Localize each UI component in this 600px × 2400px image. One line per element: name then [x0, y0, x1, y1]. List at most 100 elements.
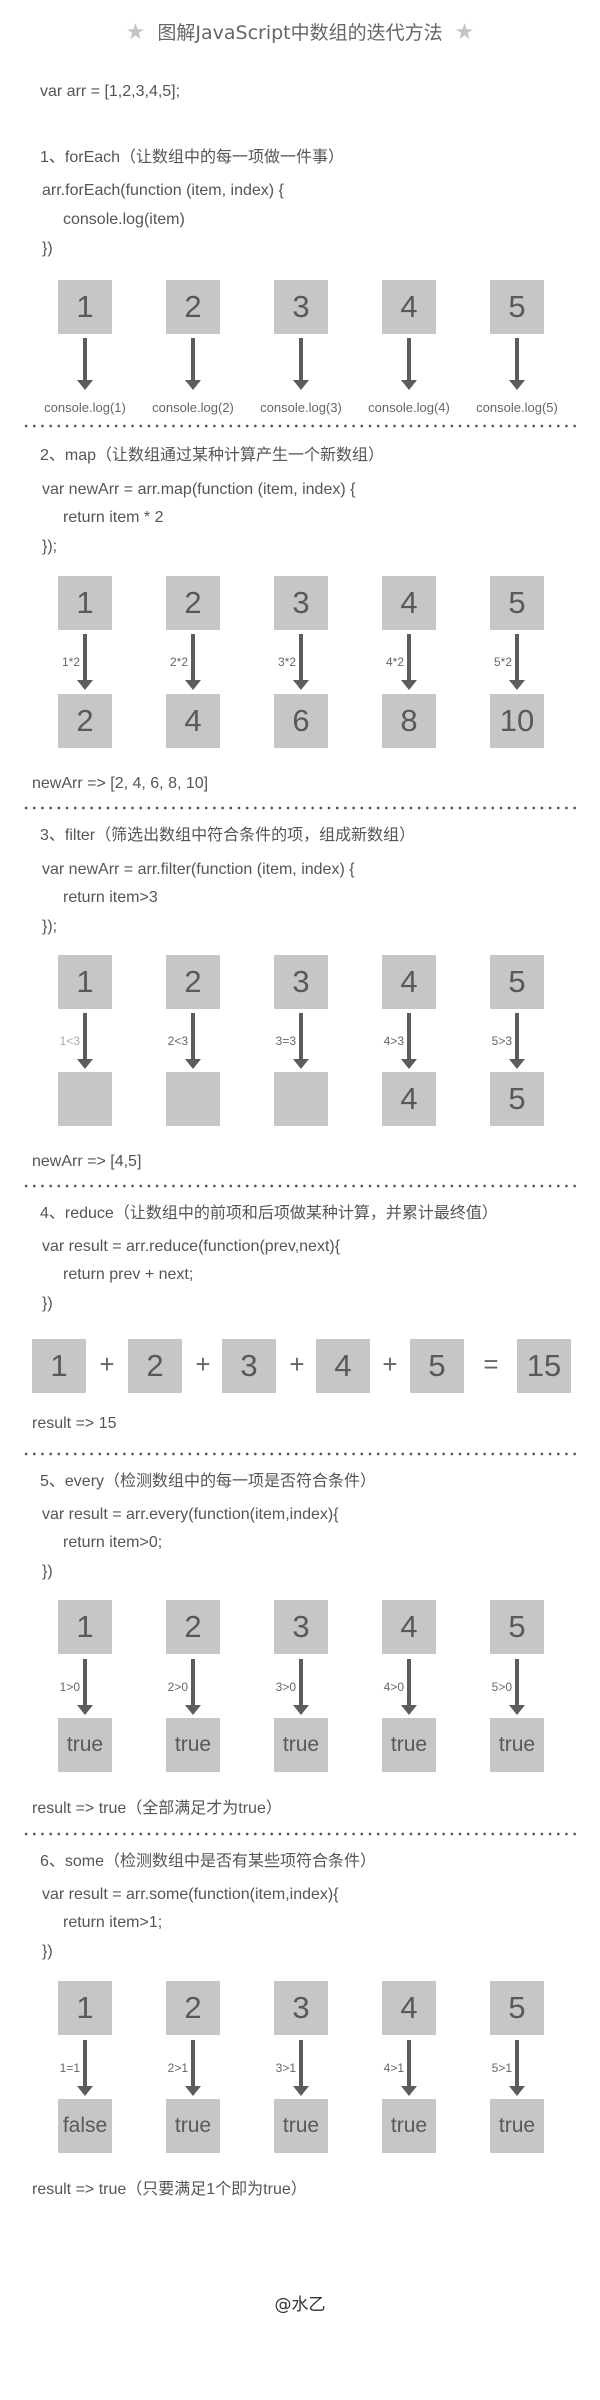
plus-sign: + — [382, 1349, 398, 1379]
input-box: 5 — [490, 955, 544, 1009]
input-box: 3 — [274, 576, 328, 630]
input-box: 2 — [166, 280, 220, 334]
op-label: 2>1 — [167, 2061, 188, 2075]
output-label: console.log(3) — [260, 400, 342, 415]
op-label: 5>1 — [491, 2061, 512, 2075]
op-label: 3*2 — [277, 655, 296, 669]
dotted-divider — [22, 1184, 578, 1188]
arrow-down-icon — [293, 2040, 309, 2096]
input-box: 2 — [166, 576, 220, 630]
code-line: return item * 2 — [63, 509, 164, 526]
arrow-down-icon — [401, 1013, 417, 1069]
output-label: console.log(2) — [152, 400, 234, 415]
term-box: 5 — [410, 1339, 464, 1393]
star-icon: ★ — [125, 20, 146, 45]
arrow-down-icon — [401, 634, 417, 690]
input-box: 5 — [490, 1981, 544, 2035]
op-label: 5>0 — [491, 1680, 512, 1694]
arrow-down-icon — [77, 338, 93, 390]
arrow-down-icon — [509, 1659, 525, 1715]
input-box: 1 — [58, 1981, 112, 2035]
output-box: true — [382, 2099, 436, 2153]
dotted-divider — [22, 806, 578, 810]
op-label: 2<3 — [167, 1034, 188, 1048]
code-line: arr.forEach(function (item, index) { — [42, 182, 284, 199]
every-heading: 5、every（检测数组中的每一项是否符合条件） — [40, 1473, 377, 1490]
total-box: 15 — [517, 1339, 571, 1393]
author-signature: @水乙 — [274, 2295, 326, 2315]
op-label: 2>0 — [167, 1680, 188, 1694]
op-label: 3>0 — [275, 1680, 296, 1694]
output-box: 4 — [382, 1072, 436, 1126]
init-code: var arr = [1,2,3,4,5]; — [40, 83, 181, 100]
foreach-heading: 1、forEach（让数组中的每一项做一件事） — [40, 149, 345, 166]
arrow-down-icon — [185, 1013, 201, 1069]
some-heading: 6、some（检测数组中是否有某些项符合条件） — [40, 1853, 377, 1870]
code-line: return item>3 — [63, 889, 158, 906]
op-label: 1<3 — [59, 1034, 80, 1048]
code-line: var result = arr.some(function(item,inde… — [42, 1886, 339, 1903]
dotted-divider — [22, 1452, 578, 1456]
term-box: 3 — [222, 1339, 276, 1393]
input-box: 4 — [382, 1981, 436, 2035]
arrow-down-icon — [401, 2040, 417, 2096]
arrow-down-icon — [185, 2040, 201, 2096]
op-label: 3>1 — [275, 2061, 296, 2075]
arrow-down-icon — [401, 338, 417, 390]
input-box: 3 — [274, 955, 328, 1009]
equals-sign: = — [483, 1349, 499, 1379]
map-heading: 2、map（让数组通过某种计算产生一个新数组） — [40, 447, 385, 464]
output-box: 2 — [58, 694, 112, 748]
arrow-down-icon — [293, 1659, 309, 1715]
code-line: var newArr = arr.map(function (item, ind… — [42, 481, 356, 498]
input-box: 5 — [490, 280, 544, 334]
dotted-divider — [22, 1832, 578, 1836]
output-box: true — [166, 2099, 220, 2153]
empty-output-box — [58, 1072, 112, 1126]
op-label: 1>0 — [59, 1680, 80, 1694]
op-label: 4>0 — [383, 1680, 404, 1694]
some-result: result => true（只要满足1个即为true） — [32, 2181, 307, 2198]
input-box: 4 — [382, 280, 436, 334]
output-box: 10 — [490, 694, 544, 748]
output-label: console.log(4) — [368, 400, 450, 415]
arrow-down-icon — [293, 1013, 309, 1069]
arrow-down-icon — [185, 1659, 201, 1715]
op-label: 1*2 — [61, 655, 80, 669]
op-label: 4>3 — [383, 1034, 404, 1048]
output-box: true — [490, 1718, 544, 1772]
output-label: console.log(5) — [476, 400, 558, 415]
input-box: 4 — [382, 1600, 436, 1654]
plus-sign: + — [195, 1349, 211, 1379]
op-label: 4>1 — [383, 2061, 404, 2075]
input-box: 3 — [274, 1981, 328, 2035]
output-box: true — [490, 2099, 544, 2153]
op-label: 3=3 — [275, 1034, 296, 1048]
output-box: false — [58, 2099, 112, 2153]
map-result: newArr => [2, 4, 6, 8, 10] — [32, 775, 209, 792]
code-line: var newArr = arr.filter(function (item, … — [42, 861, 355, 878]
output-box: true — [166, 1718, 220, 1772]
reduce-result: result => 15 — [32, 1415, 117, 1432]
output-box: 4 — [166, 694, 220, 748]
arrow-down-icon — [509, 2040, 525, 2096]
input-box: 2 — [166, 1600, 220, 1654]
term-box: 4 — [316, 1339, 370, 1393]
plus-sign: + — [289, 1349, 305, 1379]
star-icon: ★ — [454, 20, 475, 45]
arrow-down-icon — [509, 634, 525, 690]
input-box: 5 — [490, 1600, 544, 1654]
arrow-down-icon — [293, 338, 309, 390]
output-box: 8 — [382, 694, 436, 748]
input-box: 3 — [274, 280, 328, 334]
output-label: console.log(1) — [44, 400, 126, 415]
term-box: 2 — [128, 1339, 182, 1393]
code-line: }) — [42, 240, 53, 257]
output-box: 6 — [274, 694, 328, 748]
code-line: var result = arr.every(function(item,ind… — [42, 1506, 339, 1523]
input-box: 2 — [166, 955, 220, 1009]
input-box: 2 — [166, 1981, 220, 2035]
code-line: }); — [42, 538, 58, 555]
code-line: return prev + next; — [63, 1266, 194, 1283]
op-label: 4*2 — [385, 655, 404, 669]
